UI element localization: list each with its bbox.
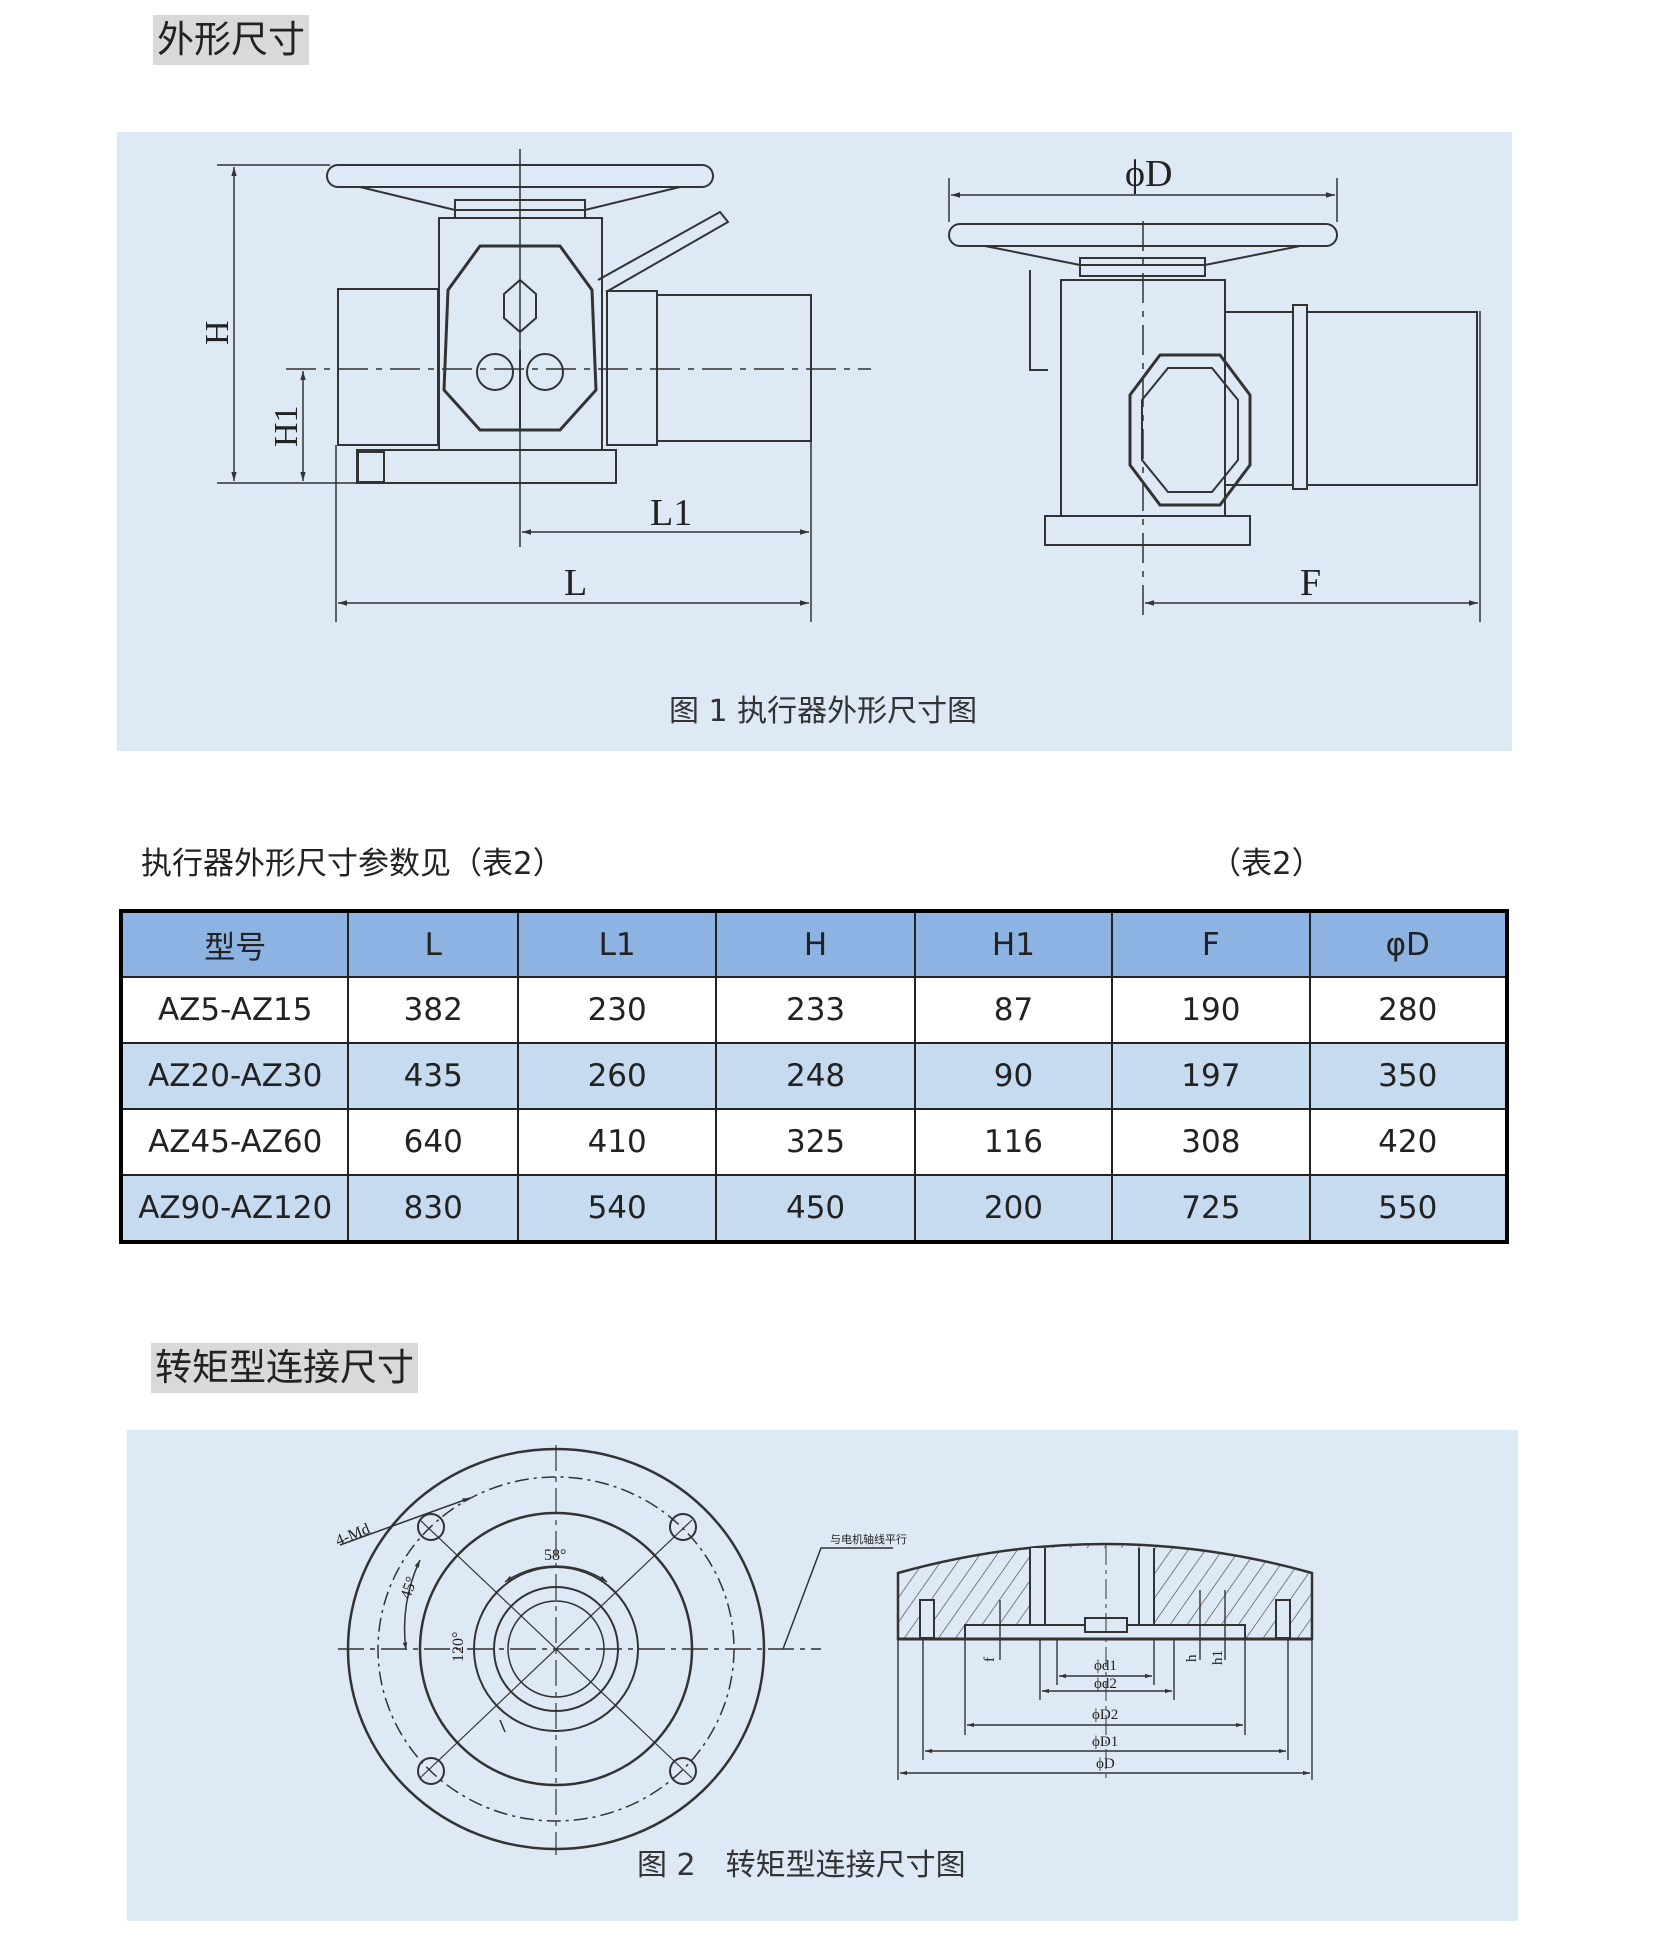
header-L: L [347,910,519,978]
cell-model: AZ5-AZ15 [119,976,350,1044]
flange-top-view [338,1445,893,1855]
label-phiD: ϕD [1125,153,1172,195]
section-title-dimensions: 外形尺寸 [153,15,309,65]
cell: 260 [516,1042,718,1110]
cell: 230 [516,976,718,1044]
label-L1: L1 [650,492,692,534]
cell: 116 [913,1108,1114,1176]
cell: 540 [516,1174,718,1243]
side-view-dimensions [948,178,1481,622]
cell: 450 [715,1174,916,1243]
label-f: f [982,1657,998,1662]
header-H: H [715,910,916,978]
cell-model: AZ45-AZ60 [119,1108,350,1176]
section-dimensions [897,1590,1313,1780]
cell: 200 [913,1174,1114,1243]
section-title-torque-connection: 转矩型连接尺寸 [151,1343,418,1393]
label-phi-D: ϕD [1096,1756,1115,1772]
label-120deg: 120° [450,1632,467,1662]
cell: 90 [913,1042,1114,1110]
cell: 640 [347,1108,519,1176]
cell: 87 [913,976,1114,1044]
label-H: H [199,320,236,345]
cell-model: AZ20-AZ30 [119,1042,350,1110]
label-45deg: 45° [398,1575,421,1602]
table-header-row: 型号 L L1 H H1 F φD [119,910,1509,978]
figure-1-panel: H H1 L1 L ϕD F 图 1 执行器外形尺寸图 [117,132,1512,751]
cell: 197 [1111,1042,1311,1110]
cell: 233 [715,976,916,1044]
figure-1-caption: 图 1 执行器外形尺寸图 [669,694,978,729]
label-h1: h1 [1210,1650,1226,1665]
cell: 435 [347,1042,519,1110]
header-model: 型号 [119,910,350,978]
header-phiD: φD [1308,910,1509,978]
label-phi-d1: ϕd1 [1094,1658,1117,1674]
header-F: F [1111,910,1311,978]
cell: 190 [1111,976,1311,1044]
flange-section-view [896,1542,1314,1780]
label-phi-D2: ϕD2 [1092,1707,1118,1723]
label-H1: H1 [268,405,305,447]
cell-model: AZ90-AZ120 [119,1174,350,1243]
cell: 308 [1111,1108,1311,1176]
label-h: h [1184,1654,1200,1662]
figure-2-caption: 图 2 转矩型连接尺寸图 [637,1848,966,1883]
table-intro-text: 执行器外形尺寸参数见（表2） [141,846,564,882]
cell: 410 [516,1108,718,1176]
torque-connection-drawing: 4-Md 58° 45° 120° 与电机轴线平行 ϕd1 ϕd2 ϕD2 [333,1445,1314,1855]
label-phi-d2: ϕd2 [1094,1676,1117,1692]
table-reference-label: （表2） [1210,846,1323,882]
cell: 830 [347,1174,519,1243]
cell: 280 [1308,976,1509,1044]
label-phi-D1: ϕD1 [1092,1734,1118,1750]
side-view [948,223,1478,546]
label-parallel-note: 与电机轴线平行 [830,1532,907,1546]
cell: 550 [1308,1174,1509,1243]
cell: 248 [715,1042,916,1110]
front-view [326,164,812,484]
header-L1: L1 [516,910,718,978]
label-L: L [564,562,587,604]
cell: 325 [715,1108,916,1176]
cell: 350 [1308,1042,1509,1110]
actuator-dimension-drawing: H H1 L1 L ϕD F [199,149,1481,622]
front-view-dimensions [217,149,871,622]
cell: 420 [1308,1108,1509,1176]
label-4-md: 4-Md [333,1521,372,1550]
label-F: F [1300,562,1321,604]
label-58deg: 58° [544,1547,566,1564]
cell: 725 [1111,1174,1311,1243]
cell: 382 [347,976,519,1044]
figure-2-panel: 4-Md 58° 45° 120° 与电机轴线平行 ϕd1 ϕd2 ϕD2 [127,1430,1518,1921]
header-H1: H1 [913,910,1114,978]
